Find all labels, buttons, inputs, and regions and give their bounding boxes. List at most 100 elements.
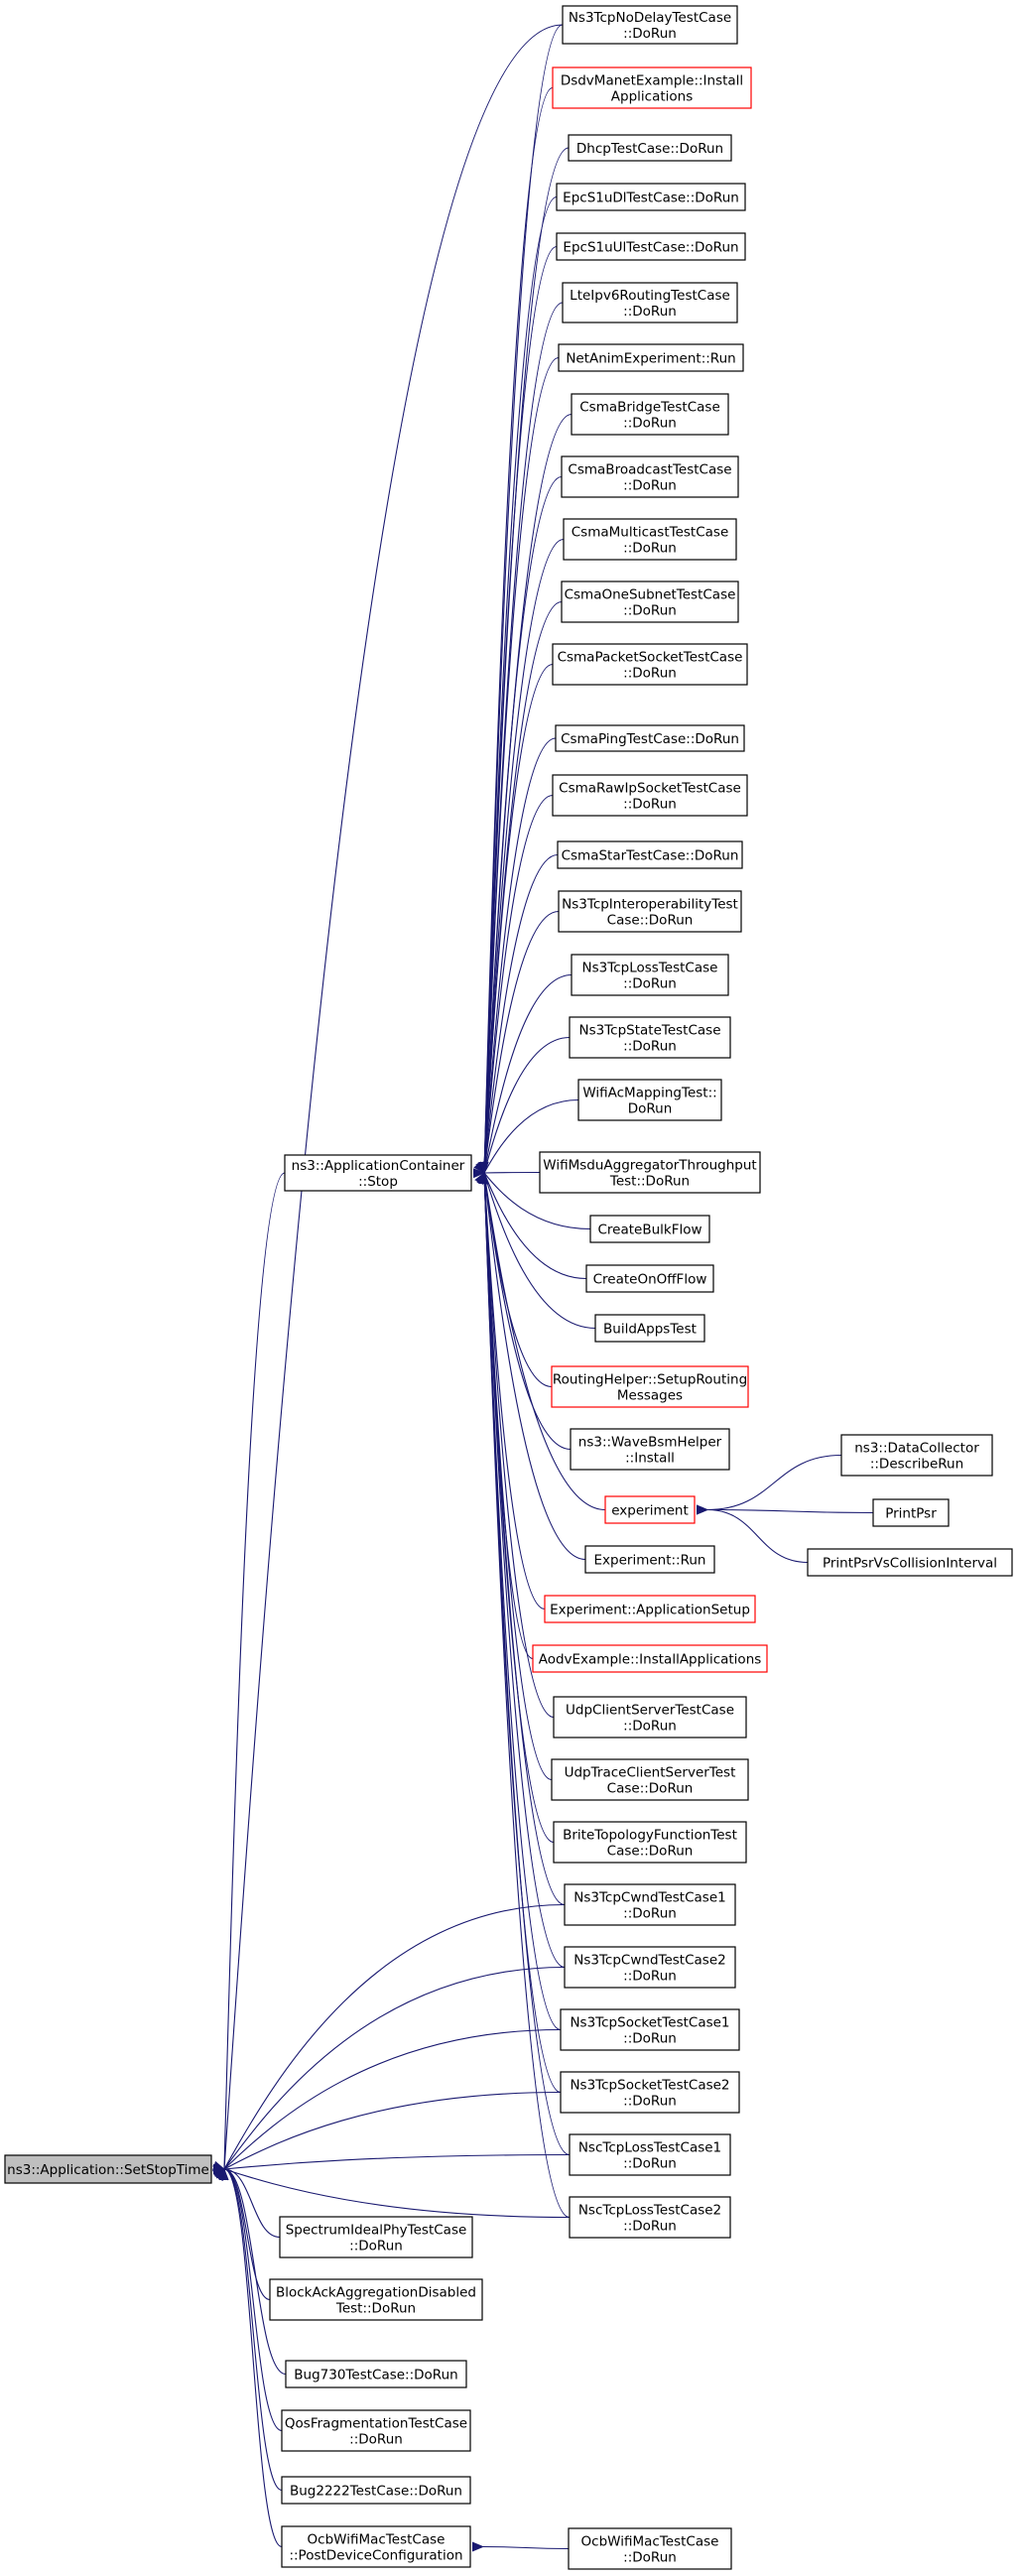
node-box: [285, 2360, 467, 2388]
node-label: UdpTraceClientServerTest: [565, 1765, 736, 1781]
node-n5[interactable]: EpcS1uUlTestCase::DoRun: [556, 232, 746, 261]
node-n8[interactable]: CsmaBridgeTestCase::DoRun: [571, 393, 729, 436]
node-n34[interactable]: Ns3TcpCwndTestCase2::DoRun: [564, 1946, 736, 1989]
edge-n5-to-appc: [478, 245, 558, 1185]
nodes-layer: ns3::Application::SetStopTime ns3::Applic…: [4, 5, 1013, 2570]
edge-n35-to-root: [212, 2028, 562, 2181]
edge-n21-to-appc: [473, 1161, 591, 1230]
node-n19[interactable]: WifiAcMappingTest::DoRun: [577, 1079, 722, 1121]
edge-n33-to-root: [214, 1903, 566, 2182]
node-box: [281, 2476, 471, 2505]
node-box: [279, 2216, 473, 2258]
node-n12[interactable]: CsmaPacketSocketTestCase::DoRun: [552, 643, 748, 686]
edge-n34-to-root: [213, 1966, 566, 2181]
node-box: [281, 2525, 471, 2568]
node-n17[interactable]: Ns3TcpLossTestCase::DoRun: [571, 954, 729, 996]
edge-n23-to-appc: [475, 1161, 596, 1330]
node-n13[interactable]: CsmaPingTestCase::DoRun: [555, 724, 745, 752]
node-label: Applications: [611, 89, 693, 105]
node-b6[interactable]: OcbWifiMacTestCase::PostDeviceConfigurat…: [281, 2525, 471, 2568]
edge-n31-to-appc: [478, 1161, 553, 1781]
node-label: PrintPsrVsCollisionInterval: [823, 1556, 997, 1572]
node-b1[interactable]: SpectrumIdealPhyTestCase::DoRun: [279, 2216, 473, 2258]
node-label: ::DoRun: [623, 478, 677, 494]
node-n7[interactable]: NetAnimExperiment::Run: [558, 343, 744, 372]
node-e3[interactable]: PrintPsrVsCollisionInterval: [807, 1548, 1013, 1577]
node-box: [560, 2008, 740, 2051]
edge-b1-to-root: [212, 2163, 281, 2239]
node-n15[interactable]: CsmaStarTestCase::DoRun: [557, 840, 743, 869]
node-n6[interactable]: LteIpv6RoutingTestCase::DoRun: [562, 282, 738, 323]
node-label: Case::DoRun: [607, 1781, 694, 1797]
node-box: [562, 5, 738, 45]
node-label: CsmaOneSubnetTestCase: [565, 587, 736, 603]
edge-b4-to-root: [212, 2163, 283, 2432]
node-appc[interactable]: ns3::ApplicationContainer::Stop: [284, 1154, 472, 1192]
node-b7[interactable]: OcbWifiMacTestCase::DoRun: [568, 2527, 732, 2570]
node-n23[interactable]: BuildAppsTest: [594, 1314, 705, 1343]
node-n9[interactable]: CsmaBroadcastTestCase::DoRun: [561, 455, 739, 498]
node-box: [561, 580, 739, 623]
node-n11[interactable]: CsmaOneSubnetTestCase::DoRun: [561, 580, 739, 623]
node-b4[interactable]: QosFragmentationTestCase::DoRun: [281, 2409, 471, 2452]
node-n25[interactable]: ns3::WaveBsmHelper::Install: [570, 1428, 730, 1471]
node-label: ::DoRun: [349, 2239, 403, 2254]
node-label: ::DoRun: [623, 2219, 677, 2235]
edge-n38-to-appc: [478, 1161, 571, 2219]
node-n30[interactable]: UdpClientServerTestCase::DoRun: [553, 1696, 747, 1739]
node-n3[interactable]: DhcpTestCase::DoRun: [568, 134, 732, 162]
node-n35[interactable]: Ns3TcpSocketTestCase1::DoRun: [560, 2008, 740, 2051]
node-box: [571, 393, 729, 436]
edge-n37-to-root: [212, 2153, 571, 2176]
node-box: [594, 1314, 705, 1343]
node-label: Test::DoRun: [609, 1174, 690, 1190]
node-n21[interactable]: CreateBulkFlow: [589, 1215, 710, 1243]
edge-n7-to-appc: [478, 356, 560, 1185]
node-b3[interactable]: Bug730TestCase::DoRun: [285, 2360, 467, 2388]
node-label: Case::DoRun: [607, 913, 694, 929]
node-n36[interactable]: Ns3TcpSocketTestCase2::DoRun: [560, 2071, 740, 2114]
node-label: ::DoRun: [623, 1906, 677, 1922]
node-n26[interactable]: experiment: [604, 1495, 696, 1524]
node-n37[interactable]: NscTcpLossTestCase1::DoRun: [569, 2133, 731, 2176]
node-label: BuildAppsTest: [603, 1322, 697, 1338]
node-label: ::DoRun: [623, 797, 677, 813]
edge-n25-to-appc: [477, 1161, 572, 1451]
node-label: OcbWifiMacTestCase: [308, 2532, 446, 2548]
node-n27[interactable]: Experiment::Run: [584, 1545, 715, 1574]
node-label: OcbWifiMacTestCase: [581, 2534, 719, 2550]
edge-e1-to-n26: [696, 1454, 842, 1515]
node-label: PrintPsr: [885, 1506, 937, 1522]
node-n1[interactable]: Ns3TcpNoDelayTestCase::DoRun: [562, 5, 738, 45]
node-n18[interactable]: Ns3TcpStateTestCase::DoRun: [569, 1016, 731, 1059]
node-n14[interactable]: CsmaRawIpSocketTestCase::DoRun: [552, 774, 748, 817]
node-box: [562, 282, 738, 323]
node-label: ::DoRun: [623, 666, 677, 682]
node-n29[interactable]: AodvExample::InstallApplications: [532, 1644, 768, 1673]
node-n33[interactable]: Ns3TcpCwndTestCase1::DoRun: [564, 1883, 736, 1926]
node-label: QosFragmentationTestCase: [285, 2416, 467, 2432]
node-box: [569, 2196, 731, 2239]
node-label: AodvExample::InstallApplications: [539, 1652, 762, 1668]
node-e2[interactable]: PrintPsr: [872, 1498, 950, 1527]
node-root[interactable]: ns3::Application::SetStopTime: [4, 2154, 212, 2184]
node-n10[interactable]: CsmaMulticastTestCase::DoRun: [563, 518, 737, 561]
node-n38[interactable]: NscTcpLossTestCase2::DoRun: [569, 2196, 731, 2239]
node-b5[interactable]: Bug2222TestCase::DoRun: [281, 2476, 471, 2505]
node-label: DsdvManetExample::Install: [561, 73, 743, 89]
node-n28[interactable]: Experiment::ApplicationSetup: [544, 1595, 756, 1623]
node-n2[interactable]: DsdvManetExample::InstallApplications: [552, 66, 752, 109]
node-label: ns3::WaveBsmHelper: [578, 1435, 722, 1451]
node-e1[interactable]: ns3::DataCollector::DescribeRun: [840, 1434, 993, 1477]
edge-b6-to-root: [212, 2163, 283, 2548]
node-n4[interactable]: EpcS1uDlTestCase::DoRun: [556, 183, 746, 211]
edge-n22-to-appc: [475, 1160, 587, 1280]
node-box: [551, 1758, 749, 1801]
node-n22[interactable]: CreateOnOffFlow: [585, 1264, 714, 1293]
